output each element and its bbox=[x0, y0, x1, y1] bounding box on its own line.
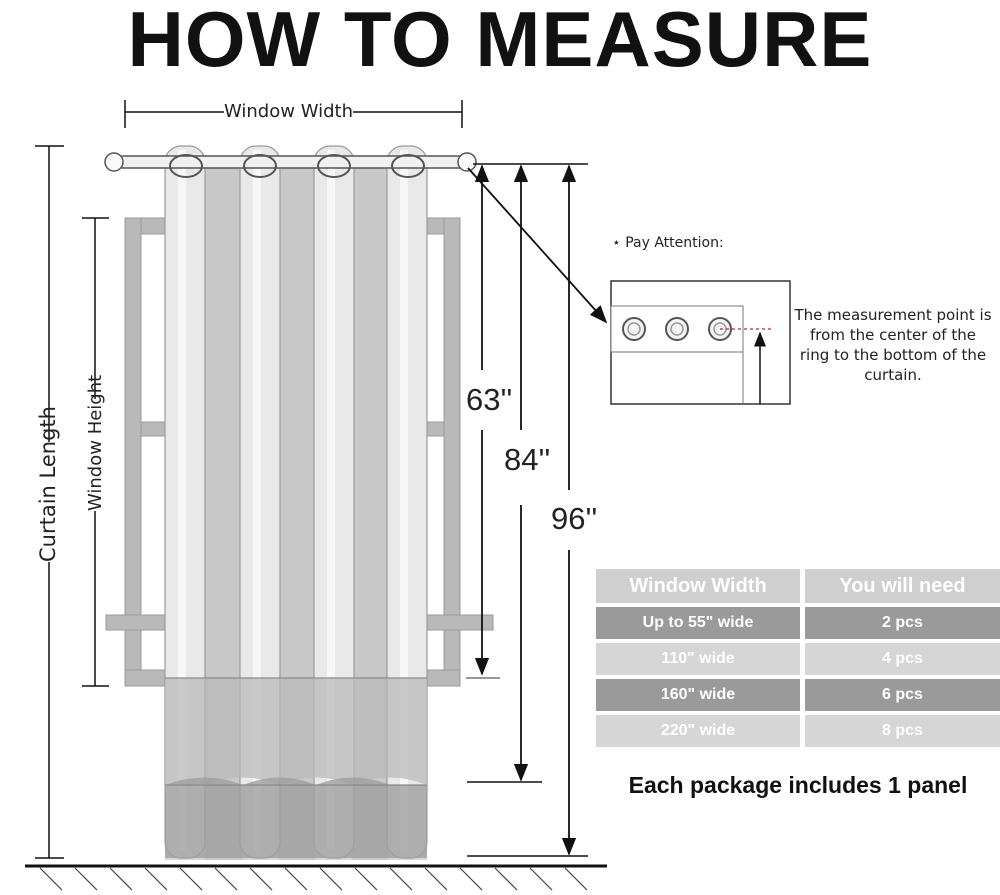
curtain bbox=[164, 145, 428, 860]
panel-table: Window Width You will need Up to 55" wid… bbox=[596, 569, 1000, 751]
measurement-note: The measurement point is from the center… bbox=[794, 306, 992, 384]
table-header-you-will-need: You will need bbox=[805, 569, 1000, 603]
table-header-window-width: Window Width bbox=[596, 569, 800, 603]
floor bbox=[25, 864, 607, 891]
length-63-label: 63'' bbox=[466, 382, 513, 417]
table-cell-quantity: 4 pcs bbox=[805, 643, 1000, 675]
table-cell-quantity: 6 pcs bbox=[805, 679, 1000, 711]
window-width-label: Window Width bbox=[224, 101, 353, 122]
page-title: HOW TO MEASURE bbox=[127, 0, 873, 83]
package-footer: Each package includes 1 panel bbox=[628, 772, 968, 798]
length-96-label: 96'' bbox=[551, 501, 598, 536]
table-row: Up to 55" wide 2 pcs bbox=[596, 607, 1000, 639]
table-header-row: Window Width You will need bbox=[596, 569, 1000, 603]
table-cell-quantity: 8 pcs bbox=[805, 715, 1000, 747]
table-cell-width: 160" wide bbox=[596, 679, 800, 711]
reference-lines bbox=[466, 163, 588, 857]
curtain-rod bbox=[104, 152, 477, 178]
pay-attention-heading: ⋆ Pay Attention: bbox=[612, 235, 724, 251]
table-cell-width: 220" wide bbox=[596, 715, 800, 747]
curtain-length-label: Curtain Length bbox=[36, 406, 60, 562]
table-row: 220" wide 8 pcs bbox=[596, 715, 1000, 747]
ring-detail-box bbox=[610, 280, 791, 405]
table-row: 110" wide 4 pcs bbox=[596, 643, 1000, 675]
table-cell-width: Up to 55" wide bbox=[596, 607, 800, 639]
detail-pointer-arrow bbox=[467, 167, 608, 324]
table-cell-quantity: 2 pcs bbox=[805, 607, 1000, 639]
length-84-label: 84'' bbox=[504, 442, 551, 477]
window-height-label: Window Height bbox=[85, 374, 106, 511]
table-cell-width: 110" wide bbox=[596, 643, 800, 675]
table-row: 160" wide 6 pcs bbox=[596, 679, 1000, 711]
